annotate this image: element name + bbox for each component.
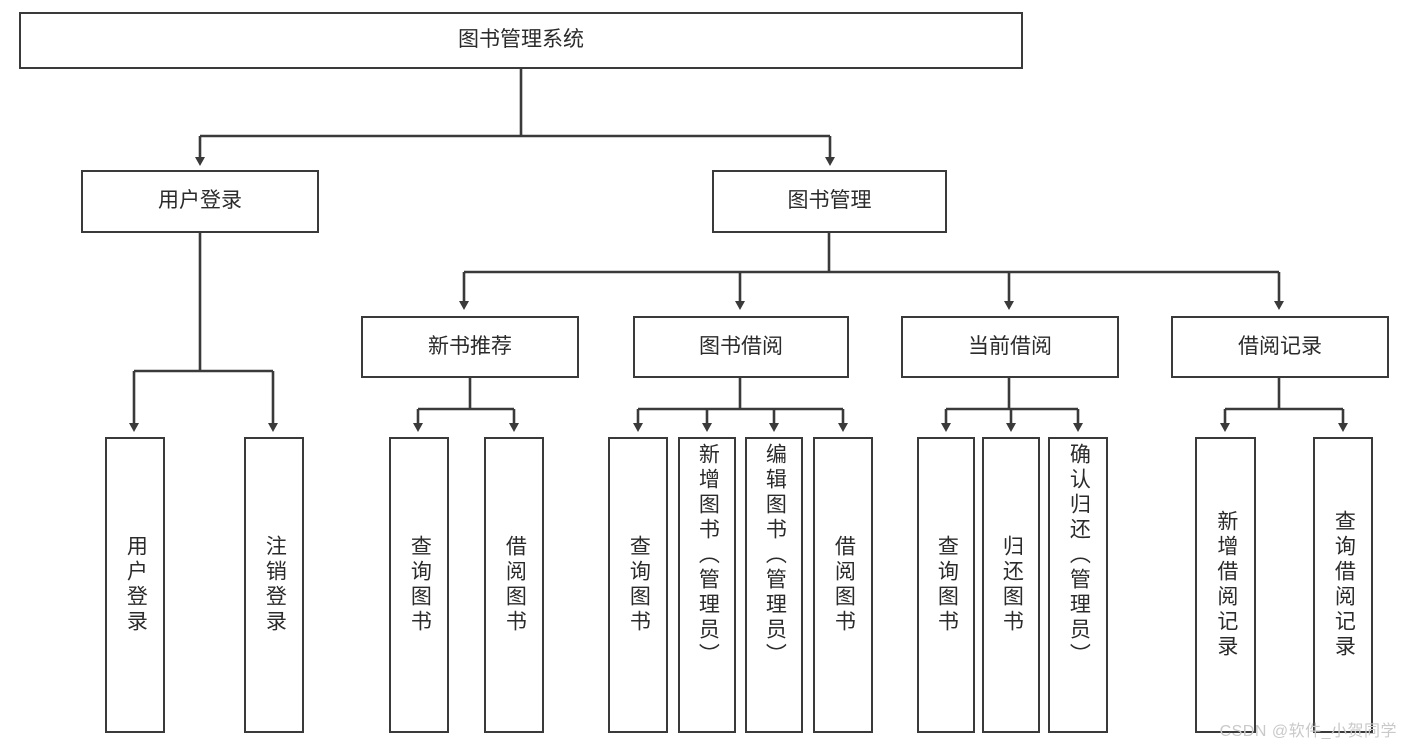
leaf-rec-query-record[interactable]: 查询借阅记录 bbox=[1313, 437, 1373, 733]
leaf-borrow-add-book[interactable]: 新增图书（管理员） bbox=[678, 437, 736, 733]
leaf-cur-return-book[interactable]: 归还图书 bbox=[982, 437, 1040, 733]
node-new-book-rec[interactable]: 新书推荐 bbox=[361, 316, 579, 378]
leaf-rec-borrow-book-label: 借阅图书 bbox=[503, 535, 527, 635]
node-book-borrow[interactable]: 图书借阅 bbox=[633, 316, 849, 378]
node-current-borrow-label: 当前借阅 bbox=[968, 334, 1052, 358]
node-borrow-record[interactable]: 借阅记录 bbox=[1171, 316, 1389, 378]
leaf-rec-add-record-label: 新增借阅记录 bbox=[1214, 510, 1238, 660]
leaf-cur-confirm-return[interactable]: 确认归还（管理员） bbox=[1048, 437, 1108, 733]
node-user-login[interactable]: 用户登录 bbox=[81, 170, 319, 233]
leaf-rec-borrow-book[interactable]: 借阅图书 bbox=[484, 437, 544, 733]
node-borrow-record-label: 借阅记录 bbox=[1238, 334, 1322, 358]
leaf-rec-query-book[interactable]: 查询图书 bbox=[389, 437, 449, 733]
node-root[interactable]: 图书管理系统 bbox=[19, 12, 1023, 69]
leaf-user-logout[interactable]: 注销登录 bbox=[244, 437, 304, 733]
leaf-borrow-query-book-label: 查询图书 bbox=[627, 535, 651, 635]
leaf-borrow-borrow-book-label: 借阅图书 bbox=[832, 535, 856, 635]
leaf-borrow-edit-book[interactable]: 编辑图书（管理员） bbox=[745, 437, 803, 733]
node-book-borrow-label: 图书借阅 bbox=[699, 334, 783, 358]
leaf-cur-return-book-label: 归还图书 bbox=[1000, 535, 1024, 635]
node-book-manage-label: 图书管理 bbox=[787, 189, 872, 213]
node-user-login-label: 用户登录 bbox=[158, 189, 242, 213]
leaf-cur-confirm-return-label: 确认归还（管理员） bbox=[1067, 443, 1091, 668]
leaf-rec-query-book-label: 查询图书 bbox=[408, 535, 432, 635]
leaf-rec-add-record[interactable]: 新增借阅记录 bbox=[1195, 437, 1256, 733]
csdn-watermark: CSDN @软件_小贺同学 bbox=[1219, 723, 1397, 740]
leaf-borrow-query-book[interactable]: 查询图书 bbox=[608, 437, 668, 733]
node-root-label: 图书管理系统 bbox=[458, 28, 584, 52]
leaf-cur-query-book[interactable]: 查询图书 bbox=[917, 437, 975, 733]
leaf-borrow-edit-book-label: 编辑图书（管理员） bbox=[763, 443, 787, 668]
node-book-manage[interactable]: 图书管理 bbox=[712, 170, 947, 233]
leaf-borrow-borrow-book[interactable]: 借阅图书 bbox=[813, 437, 873, 733]
leaf-user-logout-label: 注销登录 bbox=[263, 535, 287, 635]
node-current-borrow[interactable]: 当前借阅 bbox=[901, 316, 1119, 378]
leaf-borrow-add-book-label: 新增图书（管理员） bbox=[696, 443, 720, 668]
leaf-user-login[interactable]: 用户登录 bbox=[105, 437, 165, 733]
leaf-cur-query-book-label: 查询图书 bbox=[935, 535, 959, 635]
leaf-user-login-label: 用户登录 bbox=[124, 535, 148, 635]
node-new-book-rec-label: 新书推荐 bbox=[428, 334, 512, 358]
leaf-rec-query-record-label: 查询借阅记录 bbox=[1332, 510, 1356, 660]
